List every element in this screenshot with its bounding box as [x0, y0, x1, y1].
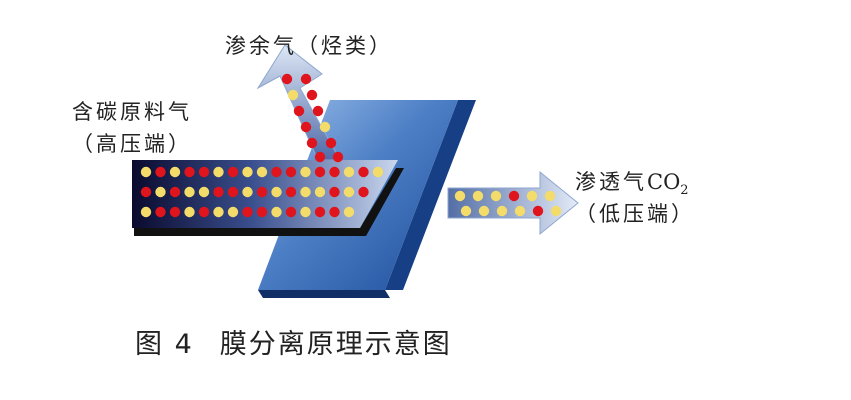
permeate-label-line1: 渗透气CO2 [575, 166, 692, 198]
hydrocarbon-molecule [508, 190, 520, 202]
feed-text-1: 含碳原料气 [72, 100, 192, 124]
membrane-bottom [258, 290, 390, 298]
co2-molecule [343, 166, 355, 178]
hydrocarbon-molecule [155, 206, 166, 218]
co2-molecule [140, 206, 152, 218]
permeate-text-2: （低压端） [575, 202, 695, 226]
hydrocarbon-molecule [306, 137, 318, 149]
membrane-side [385, 100, 476, 290]
hydrocarbon-molecule [314, 206, 326, 218]
hydrocarbon-molecule [306, 89, 318, 101]
hydrocarbon-molecule [281, 73, 293, 85]
hydrocarbon-molecule [532, 205, 544, 217]
co2-molecule [460, 205, 472, 217]
co2-molecule [155, 186, 166, 198]
retentate-close: ） [369, 34, 393, 58]
co2-molecule [490, 190, 502, 202]
co2-molecule [213, 166, 224, 178]
co2-molecule [314, 186, 326, 198]
retentate-label: 渗余气（烃类） [225, 30, 393, 60]
hydrocarbon-molecule [140, 186, 152, 198]
co2-molecule [514, 205, 526, 217]
co2-molecule [213, 206, 224, 218]
hydrocarbon-molecule [325, 137, 337, 149]
hydrocarbon-molecule [329, 166, 340, 178]
hydrocarbon-molecule [358, 166, 369, 178]
feed-channel-shadow [134, 168, 404, 236]
permeate-formula: CO [647, 170, 681, 194]
co2-molecule [300, 206, 311, 218]
co2-molecule [184, 206, 195, 218]
hydrocarbon-molecule [213, 186, 224, 198]
hydrocarbon-molecule [329, 206, 340, 218]
co2-molecule [300, 166, 311, 178]
co2-molecule [478, 205, 490, 217]
hydrocarbon-molecule [332, 151, 344, 163]
hydrocarbon-molecule [198, 166, 210, 178]
permeate-label-line2: （低压端） [575, 198, 695, 228]
hydrocarbon-molecule [300, 121, 312, 133]
hydrocarbon-molecule [169, 206, 181, 218]
feed-label-line2: （高压端） [72, 128, 192, 158]
co2-molecule [550, 205, 562, 217]
hydrocarbon-molecule [184, 166, 195, 178]
co2-molecule [544, 190, 556, 202]
hydrocarbon-molecule [285, 186, 297, 198]
membrane-diagram [132, 44, 579, 298]
hydrocarbon-molecule [314, 151, 326, 163]
co2-molecule [242, 166, 253, 178]
co2-molecule [372, 166, 384, 178]
hydrocarbon-molecule [271, 166, 282, 178]
co2-molecule [343, 186, 355, 198]
gas-molecules [140, 73, 562, 218]
co2-molecule [184, 186, 195, 198]
co2-molecule [198, 186, 210, 198]
hydrocarbon-molecule [227, 186, 239, 198]
hydrocarbon-molecule [293, 105, 305, 117]
permeate-subscript: 2 [680, 183, 692, 199]
figure-title: 膜分离原理示意图 [219, 329, 452, 360]
hydrocarbon-molecule [242, 206, 253, 218]
hydrocarbon-molecule [256, 206, 268, 218]
co2-molecule [496, 205, 508, 217]
co2-molecule [227, 206, 239, 218]
co2-molecule [472, 190, 484, 202]
co2-molecule [256, 166, 268, 178]
permeate-prefix: 渗透气 [575, 170, 647, 194]
hydrocarbon-molecule [312, 105, 324, 117]
co2-molecule [271, 186, 282, 198]
hydrocarbon-molecule [169, 186, 181, 198]
co2-molecule [169, 166, 181, 178]
hydrocarbon-molecule [285, 206, 297, 218]
feed-label-line1: 含碳原料气 [72, 96, 192, 126]
co2-molecule [242, 186, 253, 198]
hydrocarbon-molecule [300, 73, 312, 85]
co2-molecule [287, 89, 299, 101]
figure-panel: 渗余气（烃类） 含碳原料气 （高压端） 渗透气CO2 （低压端） [72, 30, 695, 298]
hydrocarbon-molecule [227, 166, 239, 178]
hydrocarbon-molecule [358, 186, 369, 198]
figure-caption: 图 4 膜分离原理示意图 [135, 322, 452, 361]
co2-molecule [271, 206, 282, 218]
co2-molecule [454, 190, 466, 202]
co2-molecule [300, 186, 311, 198]
hydrocarbon-molecule [155, 166, 166, 178]
co2-molecule [140, 166, 152, 178]
retentate-text: 渗余气（烃类 [225, 34, 369, 58]
hydrocarbon-molecule [256, 186, 268, 198]
hydrocarbon-molecule [314, 166, 326, 178]
co2-molecule [343, 206, 355, 218]
permeate-arrow [447, 170, 579, 236]
co2-molecule [526, 190, 538, 202]
hydrocarbon-molecule [329, 186, 340, 198]
co2-molecule [319, 121, 331, 133]
hydrocarbon-molecule [285, 166, 297, 178]
figure-number: 图 4 [135, 329, 194, 360]
feed-text-2: （高压端） [72, 132, 192, 156]
retentate-arrow [256, 44, 341, 161]
hydrocarbon-molecule [198, 206, 210, 218]
